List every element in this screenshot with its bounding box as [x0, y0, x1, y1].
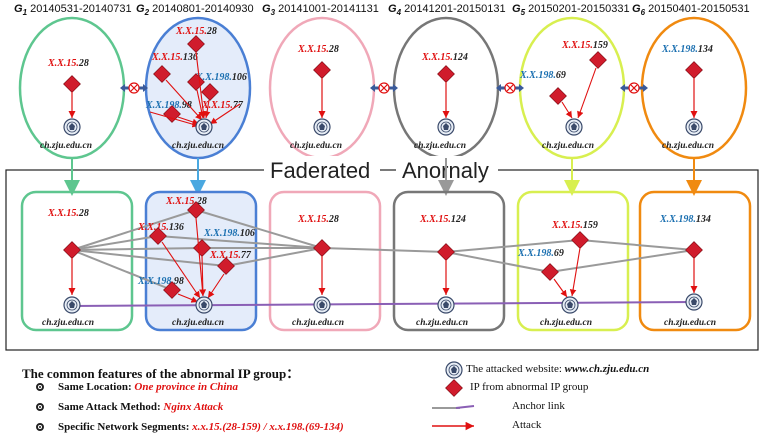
legend-website-icon	[445, 361, 463, 379]
feature-row: Specific Network Segments: x.x.15.(28-15…	[36, 421, 344, 433]
ip-diamond	[313, 61, 331, 79]
group-subscript: 4	[396, 8, 402, 17]
ip-diamond	[437, 65, 455, 83]
transition-icon	[620, 82, 648, 94]
website-icon	[437, 118, 455, 136]
ip-label: X.X.198.69	[519, 70, 566, 81]
ip-label: X.X.198.106	[203, 228, 255, 239]
website-icon	[437, 296, 455, 314]
site-label: ch.zju.edu.cn	[40, 141, 92, 151]
feature-row: Same Attack Method: Nginx Attack	[36, 401, 223, 413]
website-icon	[561, 296, 579, 314]
ip-label: X.X.15.136	[137, 222, 184, 233]
ip-label: X.X.198.69	[517, 248, 564, 259]
ip-diamond	[571, 231, 589, 249]
site-label: ch.zju.edu.cn	[664, 318, 716, 328]
feature-row: Same Location: One province in China	[36, 381, 238, 393]
ip-label: X.X.198.98	[145, 100, 192, 111]
ip-diamond	[589, 51, 607, 69]
group-subscript: 3	[271, 8, 276, 17]
transition-icon	[496, 82, 524, 94]
group-label-g6: G6 20150401-20150531	[632, 3, 750, 18]
ip-diamond	[63, 75, 81, 93]
ip-label: X.X.15.136	[151, 52, 198, 63]
ip-diamond	[685, 241, 703, 259]
group-label-g3: G3 20141001-20141131	[262, 3, 379, 18]
ip-label: X.X.15.28	[297, 214, 339, 225]
legend-website: The attacked website: www.ch.zju.edu.cn	[466, 363, 650, 375]
transition-icon	[120, 82, 148, 94]
site-label: ch.zju.edu.cn	[290, 141, 342, 151]
ip-diamond	[63, 241, 81, 259]
banner-faderated: Faderated	[270, 158, 370, 183]
ip-label: X.X.15.28	[47, 58, 89, 69]
bullet-icon	[36, 383, 44, 391]
group-subscript: 2	[144, 8, 150, 17]
ip-diamond	[541, 263, 559, 281]
website-icon	[685, 118, 703, 136]
website-icon	[63, 296, 81, 314]
legend-ip: IP from abnormal IP group	[470, 381, 589, 393]
site-label: ch.zju.edu.cn	[172, 318, 224, 328]
anchor-links	[71, 209, 695, 291]
ip-diamond	[313, 239, 331, 257]
website-icon	[313, 296, 331, 314]
ip-diamond	[437, 243, 455, 261]
federated-frame	[5, 169, 759, 351]
group-label-g2: G2 20140801-20140930	[136, 3, 254, 18]
ip-diamond	[685, 61, 703, 79]
ip-label: X.X.15.28	[175, 26, 217, 37]
group-label-g4: G4 20141201-20150131	[388, 3, 506, 18]
group-subscript: 6	[641, 8, 646, 17]
ip-label: X.X.15.28	[47, 208, 89, 219]
ip-label: X.X.198.134	[659, 214, 711, 225]
website-icon	[195, 296, 213, 314]
ip-diamond	[549, 87, 567, 105]
group-label-g5: G5 20150201-20150331	[512, 3, 630, 18]
ip-label: X.X.15.77	[209, 250, 252, 261]
site-label: ch.zju.edu.cn	[42, 318, 94, 328]
site-label: ch.zju.edu.cn	[542, 141, 594, 151]
group-box-g3	[268, 190, 382, 332]
legend-ip-diamond	[445, 379, 463, 397]
ip-label: X.X.15.124	[421, 52, 468, 63]
ip-label: X.X.15.159	[561, 40, 608, 51]
features-title: The common features of the abnormal IP g…	[22, 366, 300, 381]
legend-attack: Attack	[512, 419, 542, 431]
legend-anchor-icon	[432, 405, 475, 409]
transition-connectors	[120, 82, 648, 94]
site-label: ch.zju.edu.cn	[172, 141, 224, 151]
bullet-icon	[36, 403, 44, 411]
website-icon	[313, 118, 331, 136]
bullet-icon	[36, 423, 44, 431]
group-box-g6	[638, 190, 752, 332]
ip-label: X.X.15.124	[419, 214, 466, 225]
ip-label: X.X.198.134	[661, 44, 713, 55]
site-label: ch.zju.edu.cn	[292, 318, 344, 328]
ip-label: X.X.198.98	[137, 276, 184, 287]
website-icon	[63, 118, 81, 136]
ip-label: X.X.15.28	[297, 44, 339, 55]
group-headers: G1 20140531-20140731 G2 20140801-2014093…	[14, 3, 750, 18]
website-icon	[195, 118, 213, 136]
ip-label: X.X.198.106	[195, 72, 247, 83]
group-subscript: 5	[521, 8, 526, 17]
group-box-g1	[20, 190, 134, 332]
group-ellipse-g5	[518, 16, 626, 160]
ip-label: X.X.15.28	[165, 196, 207, 207]
site-label: ch.zju.edu.cn	[414, 141, 466, 151]
legend-anchor: Anchor link	[512, 400, 565, 412]
group-subscript: 1	[23, 8, 28, 17]
group-label-g1: G1 20140531-20140731	[14, 3, 132, 18]
group-box-g4	[392, 190, 506, 332]
site-label: ch.zju.edu.cn	[662, 141, 714, 151]
site-label: ch.zju.edu.cn	[540, 318, 592, 328]
website-icon	[685, 293, 703, 311]
transition-icon	[370, 82, 398, 94]
ip-label: X.X.15.159	[551, 220, 598, 231]
site-label: ch.zju.edu.cn	[416, 318, 468, 328]
anchor-link-long	[71, 301, 695, 307]
website-icon	[565, 118, 583, 136]
